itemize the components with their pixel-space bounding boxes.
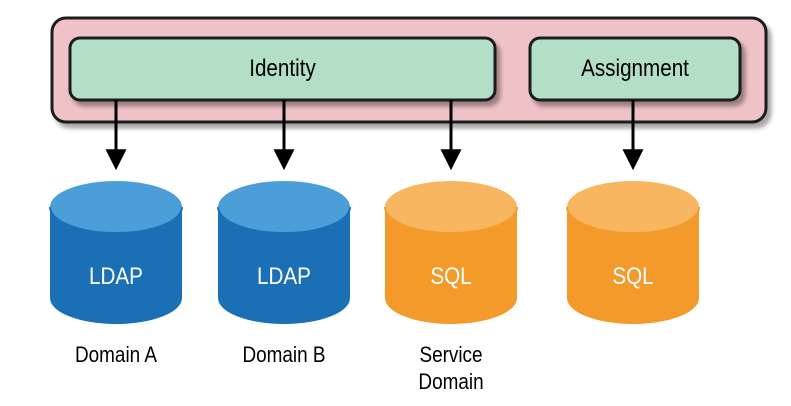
db-domain-a (49, 181, 183, 324)
db-engine-label: LDAP (89, 263, 143, 290)
assignment-label: Assignment (581, 55, 689, 82)
db-caption-line-1: Service (419, 342, 483, 367)
db-domain-b (217, 181, 351, 324)
db-caption: Domain A (74, 342, 158, 367)
db-service-domain (384, 181, 518, 324)
db-caption: Domain B (242, 342, 326, 367)
db-engine-label: SQL (612, 263, 654, 290)
identity-label: Identity (249, 55, 316, 82)
db-assignment (566, 181, 700, 324)
db-engine-label: SQL (430, 263, 472, 290)
db-caption-line-2: Domain (418, 369, 484, 394)
db-engine-label: LDAP (257, 263, 311, 290)
assignment-box (528, 36, 742, 102)
